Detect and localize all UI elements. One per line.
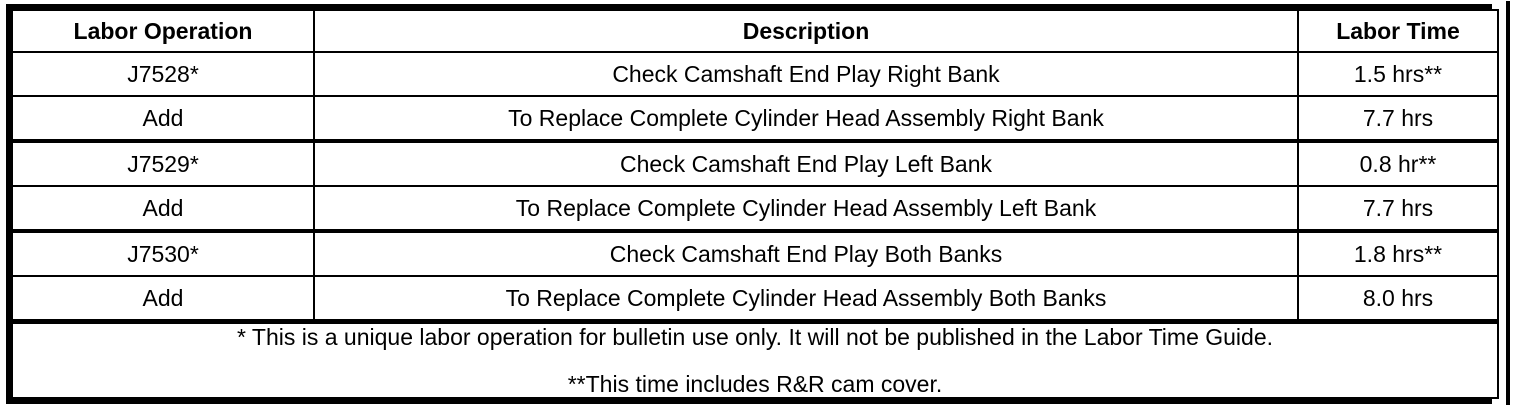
table-row: Add To Replace Complete Cylinder Head As… — [11, 185, 1499, 233]
cell-description: To Replace Complete Cylinder Head Assemb… — [313, 275, 1299, 324]
table-row: Add To Replace Complete Cylinder Head As… — [11, 95, 1499, 143]
table-row: J7528* Check Camshaft End Play Right Ban… — [11, 51, 1499, 97]
cell-description: To Replace Complete Cylinder Head Assemb… — [313, 95, 1299, 143]
cell-labor-time: 7.7 hrs — [1297, 95, 1499, 143]
table-footnotes: * This is a unique labor operation for b… — [11, 320, 1499, 399]
column-header-labor-time: Labor Time — [1297, 9, 1499, 53]
column-header-description: Description — [313, 9, 1299, 53]
page-right-edge-rule — [1506, 1, 1510, 405]
table-row: J7530* Check Camshaft End Play Both Bank… — [11, 230, 1499, 277]
cell-labor-time: 1.5 hrs** — [1297, 51, 1499, 97]
cell-description: To Replace Complete Cylinder Head Assemb… — [313, 185, 1299, 233]
column-header-labor-operation: Labor Operation — [11, 9, 315, 53]
table-footnotes-row: * This is a unique labor operation for b… — [11, 320, 1499, 399]
table-header-row: Labor Operation Description Labor Time — [11, 9, 1499, 53]
cell-labor-operation: J7530* — [11, 230, 315, 277]
footnote-double-asterisk: **This time includes R&R cam cover. — [567, 370, 943, 397]
cell-labor-operation: J7528* — [11, 51, 315, 97]
table-header: Labor Operation Description Labor Time — [11, 9, 1499, 53]
cell-labor-time: 7.7 hrs — [1297, 185, 1499, 233]
footnote-spacer — [13, 350, 1497, 372]
cell-labor-operation: Add — [11, 95, 315, 143]
table-row: J7529* Check Camshaft End Play Left Bank… — [11, 140, 1499, 187]
cell-description: Check Camshaft End Play Both Banks — [313, 230, 1299, 277]
cell-labor-operation: J7529* — [11, 140, 315, 187]
cell-labor-operation: Add — [11, 185, 315, 233]
labor-operation-table-container: Labor Operation Description Labor Time J… — [6, 4, 1499, 404]
cell-description: Check Camshaft End Play Left Bank — [313, 140, 1299, 187]
table-row: Add To Replace Complete Cylinder Head As… — [11, 275, 1499, 324]
cell-description: Check Camshaft End Play Right Bank — [313, 51, 1299, 97]
cell-labor-time: 8.0 hrs — [1297, 275, 1499, 324]
table-body: J7528* Check Camshaft End Play Right Ban… — [11, 51, 1499, 399]
labor-operation-table: Labor Operation Description Labor Time J… — [11, 9, 1499, 399]
cell-labor-time: 1.8 hrs** — [1297, 230, 1499, 277]
cell-labor-operation: Add — [11, 275, 315, 324]
footnote-single-asterisk: * This is a unique labor operation for b… — [236, 323, 1274, 350]
cell-labor-time: 0.8 hr** — [1297, 140, 1499, 187]
